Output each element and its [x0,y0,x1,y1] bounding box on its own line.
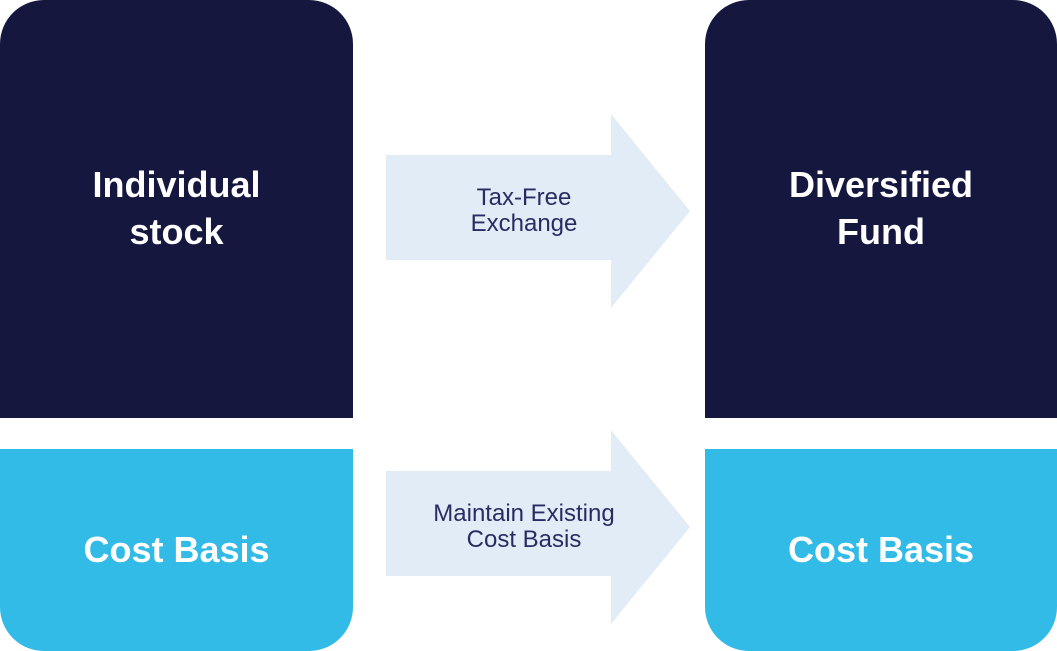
left-cost-basis-label: Cost Basis [83,528,270,570]
diversified-fund-box: Diversified Fund [705,0,1057,418]
maintain-cost-basis-arrow: Maintain Existing Cost Basis [386,430,690,624]
tax-free-exchange-label: Tax-Free Exchange [470,184,578,237]
right-cost-basis-box: Cost Basis [705,449,1057,651]
left-cost-basis-box: Cost Basis [0,449,353,651]
right-cost-basis-label: Cost Basis [787,528,975,570]
tax-free-exchange-arrow: Tax-Free Exchange [386,114,690,308]
right-arrow-icon [386,430,690,624]
right-arrow-icon [386,114,690,308]
maintain-cost-basis-label: Maintain Existing Cost Basis [433,500,615,553]
individual-stock-box: Individual stock [0,0,353,418]
diversified-fund-label: Diversified Fund [788,164,974,252]
individual-stock-label: Individual stock [92,164,261,252]
